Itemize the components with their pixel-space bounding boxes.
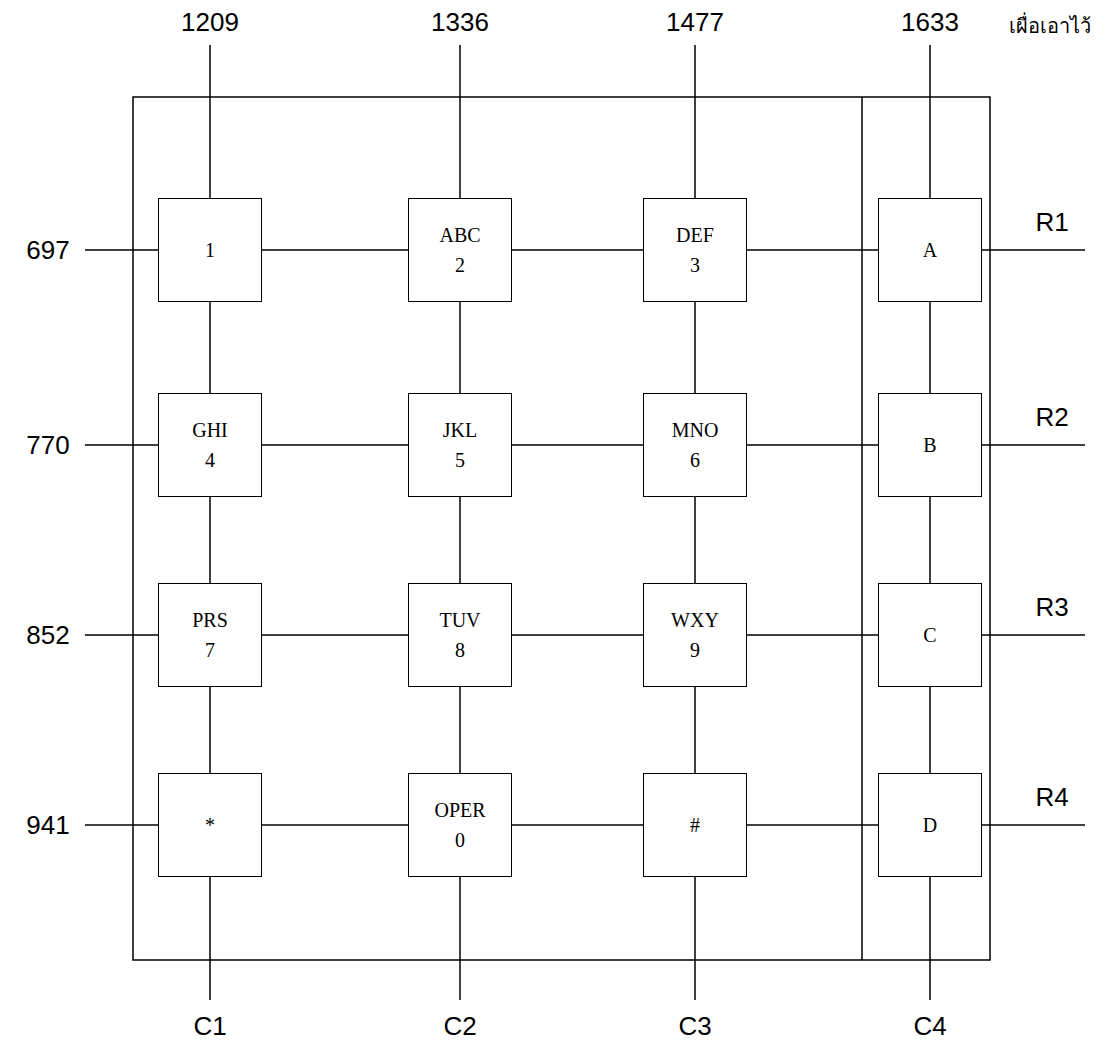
keypad-key: A [878,198,982,302]
frequency-label: 941 [24,810,71,841]
key-label: TUV [439,605,480,635]
matrix-wire [262,824,408,826]
key-label: 0 [455,825,465,855]
keypad-key: # [643,773,747,877]
frequency-label: 1633 [899,7,961,38]
key-label: B [923,430,936,460]
key-label: A [923,235,937,265]
key-label: 4 [205,445,215,475]
frequency-label: 697 [24,235,71,266]
matrix-wire [929,687,931,773]
frame-divider [861,97,863,960]
matrix-wire [694,302,696,393]
keypad-key: D [878,773,982,877]
frequency-label: 1209 [179,7,241,38]
matrix-wire [694,497,696,583]
key-label: 2 [455,250,465,280]
matrix-wire [929,302,931,393]
matrix-wire [262,444,408,446]
keypad-key: 1 [158,198,262,302]
key-label: WXY [671,605,719,635]
keypad-key: PRS7 [158,583,262,687]
matrix-wire [209,497,211,583]
matrix-wire [747,249,878,251]
column-name: C4 [911,1011,948,1042]
column-name: C1 [191,1011,228,1042]
keypad-key: ABC2 [408,198,512,302]
key-label: 6 [690,445,700,475]
matrix-wire [459,302,461,393]
keypad-key: B [878,393,982,497]
note-text: เผื่อเอาไว้ [1007,10,1093,42]
matrix-wire [459,497,461,583]
key-label: 5 [455,445,465,475]
keypad-key: JKL5 [408,393,512,497]
matrix-wire [262,634,408,636]
keypad-key: GHI4 [158,393,262,497]
matrix-wire [694,687,696,773]
key-label: PRS [192,605,228,635]
keypad-key: DEF3 [643,198,747,302]
keypad-key: WXY9 [643,583,747,687]
key-label: OPER [434,795,485,825]
key-label: 1 [205,235,215,265]
matrix-frame [133,97,990,960]
matrix-wire [512,824,643,826]
key-label: DEF [676,220,714,250]
key-label: D [923,810,937,840]
column-wire [210,45,930,1000]
keypad-key: * [158,773,262,877]
keypad-key: OPER0 [408,773,512,877]
frequency-label: 852 [24,620,71,651]
matrix-wire [459,687,461,773]
column-name: C3 [676,1011,713,1042]
matrix-wire [747,634,878,636]
key-label: # [690,810,700,840]
key-label: 8 [455,635,465,665]
key-label: 9 [690,635,700,665]
row-name: R1 [1033,207,1070,238]
matrix-wire [209,687,211,773]
matrix-wire [262,249,408,251]
row-name: R2 [1033,402,1070,433]
matrix-wire [747,824,878,826]
frequency-label: 770 [24,430,71,461]
matrix-wire [929,497,931,583]
matrix-wire [512,249,643,251]
frequency-label: 1477 [664,7,726,38]
key-label: JKL [443,415,477,445]
key-label: 3 [690,250,700,280]
keypad-key: TUV8 [408,583,512,687]
frequency-label: 1336 [429,7,491,38]
matrix-wire [209,302,211,393]
matrix-wire [747,444,878,446]
keypad-key: MNO6 [643,393,747,497]
row-wire [85,250,1085,825]
row-name: R3 [1033,592,1070,623]
matrix-wire [512,634,643,636]
key-label: * [205,810,215,840]
key-label: ABC [439,220,480,250]
column-name: C2 [441,1011,478,1042]
keypad-key: C [878,583,982,687]
key-label: 7 [205,635,215,665]
row-name: R4 [1033,782,1070,813]
matrix-wire [512,444,643,446]
key-label: GHI [192,415,228,445]
key-label: C [923,620,936,650]
key-label: MNO [672,415,719,445]
